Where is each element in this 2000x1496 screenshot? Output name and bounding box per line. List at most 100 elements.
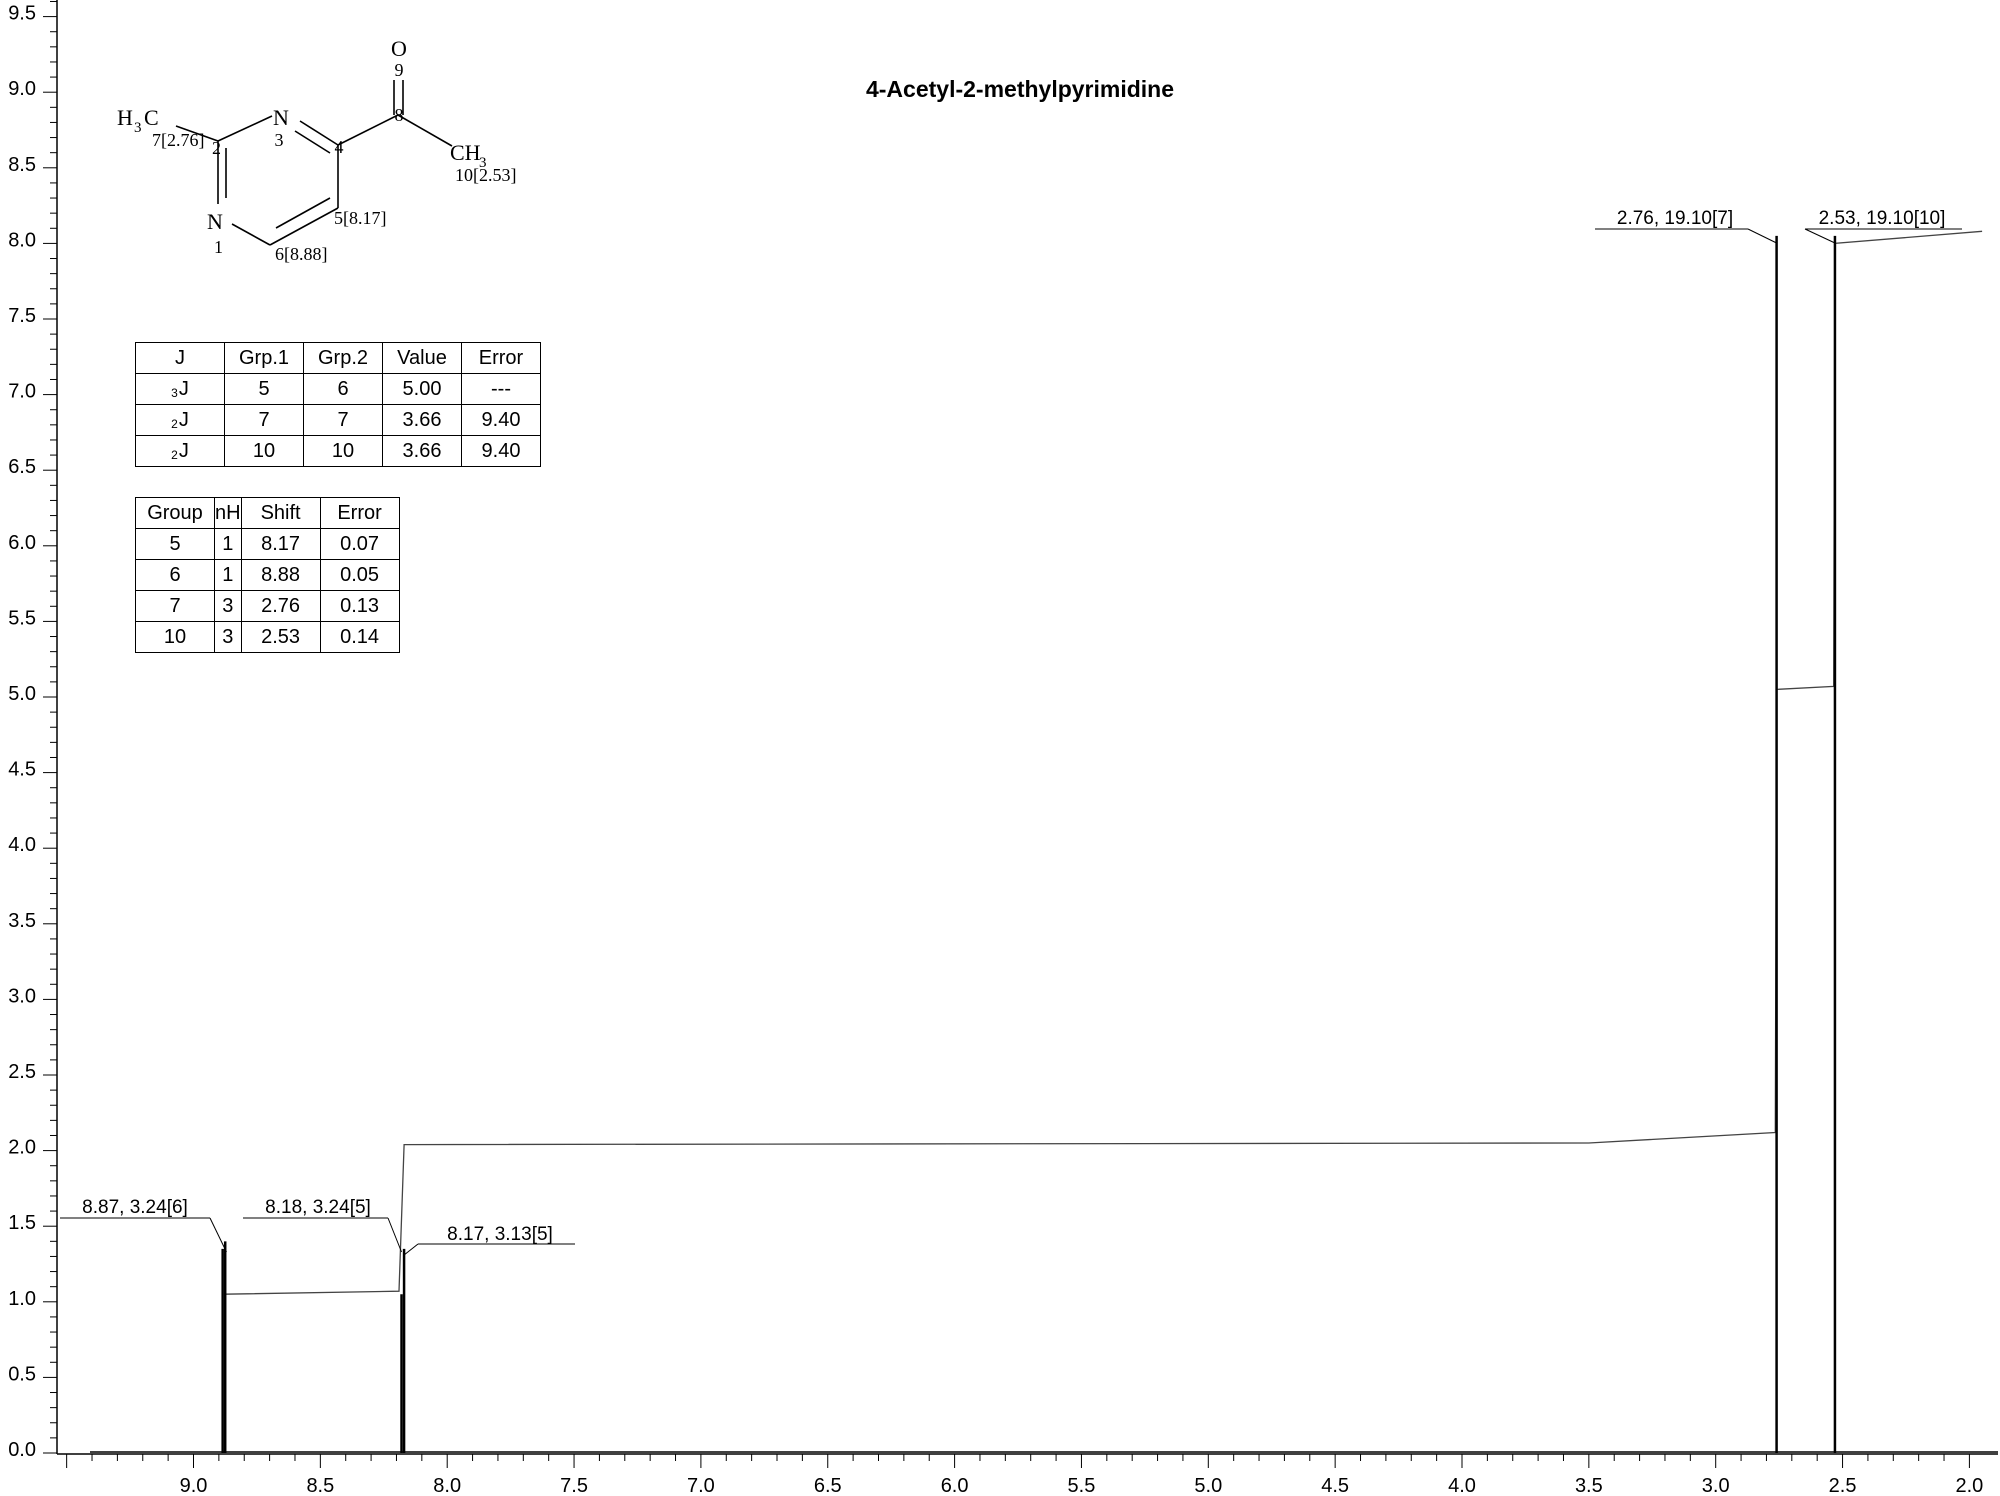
atom-n3: N [273, 105, 289, 130]
peak-label: 2.76, 19.10[7] [1617, 208, 1733, 229]
error-cell: 9.40 [461, 404, 541, 436]
x-tick-label: 5.0 [1194, 1475, 1222, 1496]
y-tick-label: 5.5 [8, 607, 36, 629]
group-cell: 5 [135, 528, 215, 560]
j-cell: 2J [135, 435, 225, 467]
j-header-value: Value [382, 342, 462, 374]
table-row: 7 3 2.76 0.13 [135, 590, 400, 622]
peak-label: 8.87, 3.24[6] [82, 1197, 188, 1218]
y-tick-label: 1.0 [8, 1288, 36, 1310]
y-tick-label: 3.5 [8, 910, 36, 932]
y-tick-label: 8.5 [8, 154, 36, 176]
x-tick-label: 2.5 [1829, 1475, 1857, 1496]
error-cell: 9.40 [461, 435, 541, 467]
atom-ch3: CH [450, 140, 481, 165]
atom-h3c-sub: 3 [134, 120, 142, 136]
j-header-grp2: Grp.2 [303, 342, 383, 374]
nh-cell: 3 [214, 621, 242, 653]
error-cell: 0.07 [319, 528, 400, 560]
shift-header-shift: Shift [240, 497, 321, 529]
shift-cell: 2.76 [240, 590, 321, 622]
shift-header-group: Group [135, 497, 215, 529]
x-tick-label: 3.5 [1575, 1475, 1603, 1496]
peak-labels: 8.87, 3.24[6] 8.18, 3.24[5] 8.17, 3.13[5] 2… [60, 208, 1962, 1256]
nh-cell: 1 [214, 559, 242, 591]
atom-h3c-h: H [117, 105, 133, 130]
atom-label-6: 6[8.88] [275, 244, 328, 264]
y-tick-label: 9.0 [8, 78, 36, 100]
error-cell: --- [461, 373, 541, 405]
error-cell: 0.14 [319, 621, 400, 653]
y-tick-label: 2.0 [8, 1137, 36, 1159]
x-tick-label: 7.5 [560, 1475, 588, 1496]
value-cell: 3.66 [382, 404, 462, 436]
group-cell: 10 [135, 621, 215, 653]
j-coupling-table: J Grp.1 Grp.2 Value Error 3J 5 6 5.00 --… [135, 342, 541, 467]
y-tick-label: 2.5 [8, 1061, 36, 1083]
shift-table: Group nH Shift Error 5 1 8.17 0.07 6 1 8… [135, 497, 400, 653]
table-row: 2J 7 7 3.66 9.40 [135, 404, 541, 436]
x-tick-label: 5.5 [1068, 1475, 1096, 1496]
error-cell: 0.05 [319, 559, 400, 591]
j-cell: 3J [135, 373, 225, 405]
peak-label: 2.53, 19.10[10] [1819, 208, 1946, 229]
peak-label: 8.17, 3.13[5] [447, 1224, 553, 1245]
y-tick-label: 7.0 [8, 381, 36, 403]
peak-label: 8.18, 3.24[5] [265, 1197, 371, 1218]
chart-axes: 0.00.51.01.52.02.53.03.54.04.55.05.56.06… [8, 0, 1998, 1496]
y-tick-label: 4.5 [8, 759, 36, 781]
atom-o: O [391, 36, 407, 61]
nh-cell: 1 [214, 528, 242, 560]
atom-label-10: 10[2.53] [455, 165, 517, 185]
shift-table-header: Group nH Shift Error [135, 497, 400, 529]
atom-ch3-sub: 3 [479, 155, 487, 171]
peak-label-leader [387, 1217, 402, 1253]
atom-number-8: 8 [395, 105, 404, 125]
y-tick-label: 1.5 [8, 1212, 36, 1234]
atom-label-5: 5[8.17] [334, 208, 387, 228]
group-cell: 7 [135, 590, 215, 622]
nh-cell: 3 [214, 590, 242, 622]
table-row: 3J 5 6 5.00 --- [135, 373, 541, 405]
y-tick-label: 3.0 [8, 985, 36, 1007]
y-tick-label: 0.5 [8, 1363, 36, 1385]
x-tick-label: 4.0 [1448, 1475, 1476, 1496]
grp2-cell: 6 [303, 373, 383, 405]
error-cell: 0.13 [319, 590, 400, 622]
x-tick-label: 9.0 [180, 1475, 208, 1496]
y-tick-label: 4.0 [8, 834, 36, 856]
atom-n1: N [207, 209, 223, 234]
peak-label-leader [209, 1217, 227, 1253]
group-cell: 6 [135, 559, 215, 591]
atom-number-4: 4 [335, 137, 344, 157]
chart-title: 4-Acetyl-2-methylpyrimidine [866, 76, 1174, 102]
x-tick-label: 8.5 [306, 1475, 334, 1496]
table-row: 6 1 8.88 0.05 [135, 559, 400, 591]
x-tick-label: 7.0 [687, 1475, 715, 1496]
x-tick-label: 6.5 [814, 1475, 842, 1496]
peak-label-leader [1804, 228, 1836, 244]
shift-cell: 8.17 [240, 528, 321, 560]
shift-header-nh: nH [214, 497, 242, 529]
value-cell: 5.00 [382, 373, 462, 405]
atom-number-1: 1 [214, 237, 223, 257]
shift-header-error: Error [319, 497, 400, 529]
grp1-cell: 5 [224, 373, 304, 405]
table-row: 5 1 8.17 0.07 [135, 528, 400, 560]
peak-label-leader [1747, 228, 1777, 244]
grp1-cell: 10 [224, 435, 304, 467]
y-tick-label: 7.5 [8, 305, 36, 327]
atom-number-2: 2 [212, 138, 221, 158]
grp2-cell: 7 [303, 404, 383, 436]
atom-label-7: 7[2.76] [152, 130, 205, 150]
shift-cell: 2.53 [240, 621, 321, 653]
j-header-error: Error [461, 342, 541, 374]
j-header-j: J [135, 342, 225, 374]
grp2-cell: 10 [303, 435, 383, 467]
x-tick-label: 8.0 [433, 1475, 461, 1496]
y-tick-label: 6.5 [8, 456, 36, 478]
y-tick-label: 6.0 [8, 532, 36, 554]
x-tick-label: 4.5 [1321, 1475, 1349, 1496]
y-tick-label: 5.0 [8, 683, 36, 705]
